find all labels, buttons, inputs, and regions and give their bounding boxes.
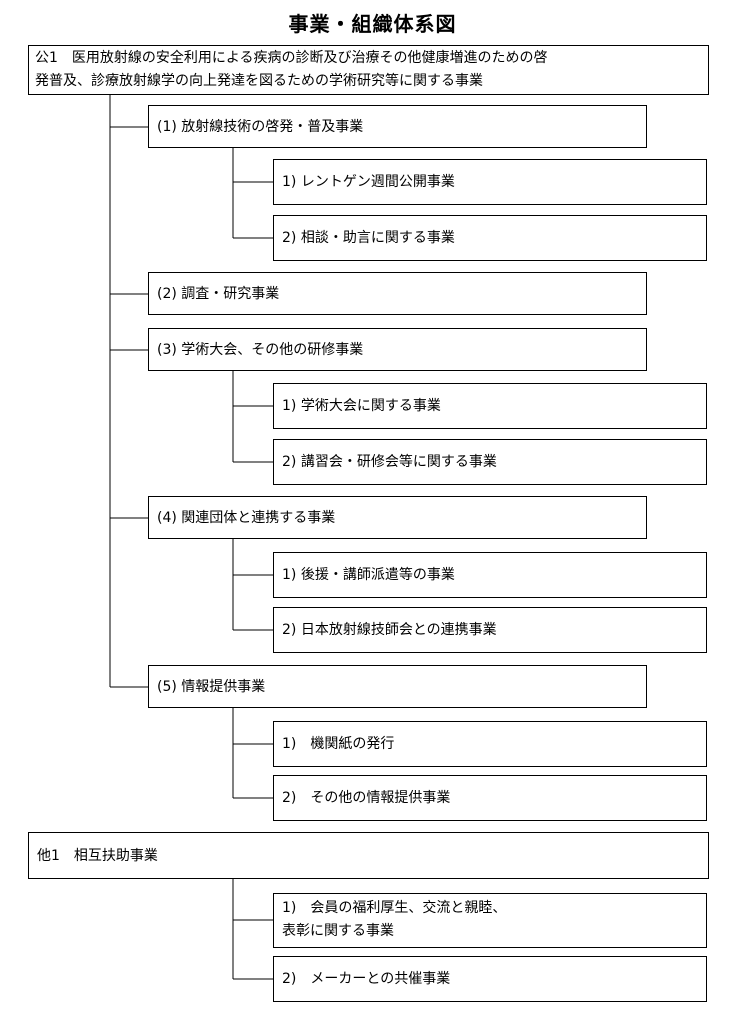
item-4-1-label: 1) 後援・講師派遣等の事業 [282,567,455,583]
item-5-1-box: 1) 機関紙の発行 [273,721,707,767]
other-1-box: 他1 相互扶助事業 [28,832,709,879]
item-1-2-label: 2) 相談・助言に関する事業 [282,230,455,246]
item-4-2-label: 2) 日本放射線技師会との連携事業 [282,622,497,638]
item-4-1-box: 1) 後援・講師派遣等の事業 [273,552,707,598]
item-5-2-label: 2) その他の情報提供事業 [282,790,451,806]
item-1-1-box: 1) レントゲン週間公開事業 [273,159,707,205]
other-1-1-box: 1) 会員の福利厚生、交流と親睦、 表彰に関する事業 [273,893,707,948]
item-3-1-label: 1) 学術大会に関する事業 [282,398,441,414]
other-1-label: 他1 相互扶助事業 [37,847,158,864]
item-3-2-box: 2) 講習会・研修会等に関する事業 [273,439,707,485]
item-5-1-label: 1) 機関紙の発行 [282,736,395,752]
item-3-box: (3) 学術大会、その他の研修事業 [148,328,647,371]
item-5-box: (5) 情報提供事業 [148,665,647,708]
koeki-1-line1: 公1 医用放射線の安全利用による疾病の診断及び治療その他健康増進のための啓 [35,50,548,66]
koeki-1-box: 公1 医用放射線の安全利用による疾病の診断及び治療その他健康増進のための啓 発普… [28,45,709,95]
item-1-box: (1) 放射線技術の啓発・普及事業 [148,105,647,148]
item-3-1-box: 1) 学術大会に関する事業 [273,383,707,429]
item-3-label: (3) 学術大会、その他の研修事業 [157,341,364,358]
item-5-2-box: 2) その他の情報提供事業 [273,775,707,821]
other-1-2-box: 2) メーカーとの共催事業 [273,956,707,1002]
item-2-box: (2) 調査・研究事業 [148,272,647,315]
item-5-label: (5) 情報提供事業 [157,678,266,695]
other-1-1-line2: 表彰に関する事業 [282,923,394,939]
page-title: 事業・組織体系図 [288,12,457,36]
item-4-label: (4) 関連団体と連携する事業 [157,509,336,526]
item-1-2-box: 2) 相談・助言に関する事業 [273,215,707,261]
item-4-box: (4) 関連団体と連携する事業 [148,496,647,539]
other-1-2-label: 2) メーカーとの共催事業 [282,971,451,987]
other-1-1-line1: 1) 会員の福利厚生、交流と親睦、 [282,900,507,916]
item-4-2-box: 2) 日本放射線技師会との連携事業 [273,607,707,653]
item-1-label: (1) 放射線技術の啓発・普及事業 [157,118,364,135]
item-3-2-label: 2) 講習会・研修会等に関する事業 [282,454,497,470]
item-1-1-label: 1) レントゲン週間公開事業 [282,174,455,190]
koeki-1-line2: 発普及、診療放射線学の向上発達を図るための学術研究等に関する事業 [35,73,483,89]
item-2-label: (2) 調査・研究事業 [157,285,280,302]
